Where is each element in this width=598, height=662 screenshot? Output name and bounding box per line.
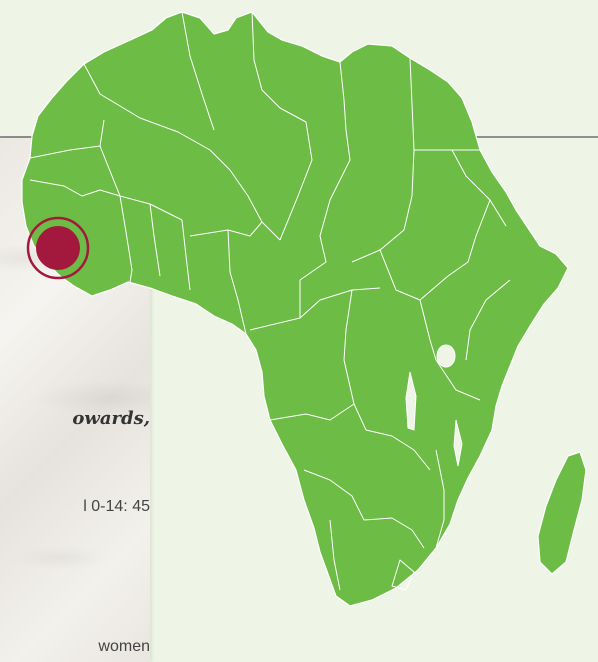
lake-tanganyika bbox=[405, 371, 417, 431]
africa-landmass bbox=[21, 11, 569, 607]
article-stat-fragment: l 0-14: 45 bbox=[83, 498, 150, 515]
country-borders bbox=[29, 11, 511, 591]
article-quote-fragment: owards, bbox=[72, 408, 150, 429]
marker-outer-ring bbox=[26, 216, 90, 280]
lake-malawi bbox=[453, 419, 463, 467]
madagascar bbox=[537, 451, 587, 575]
lake-victoria bbox=[436, 344, 456, 368]
highlight-marker[interactable] bbox=[26, 216, 90, 280]
article-text-fragment: women bbox=[98, 638, 150, 655]
marker-dot bbox=[36, 226, 80, 270]
